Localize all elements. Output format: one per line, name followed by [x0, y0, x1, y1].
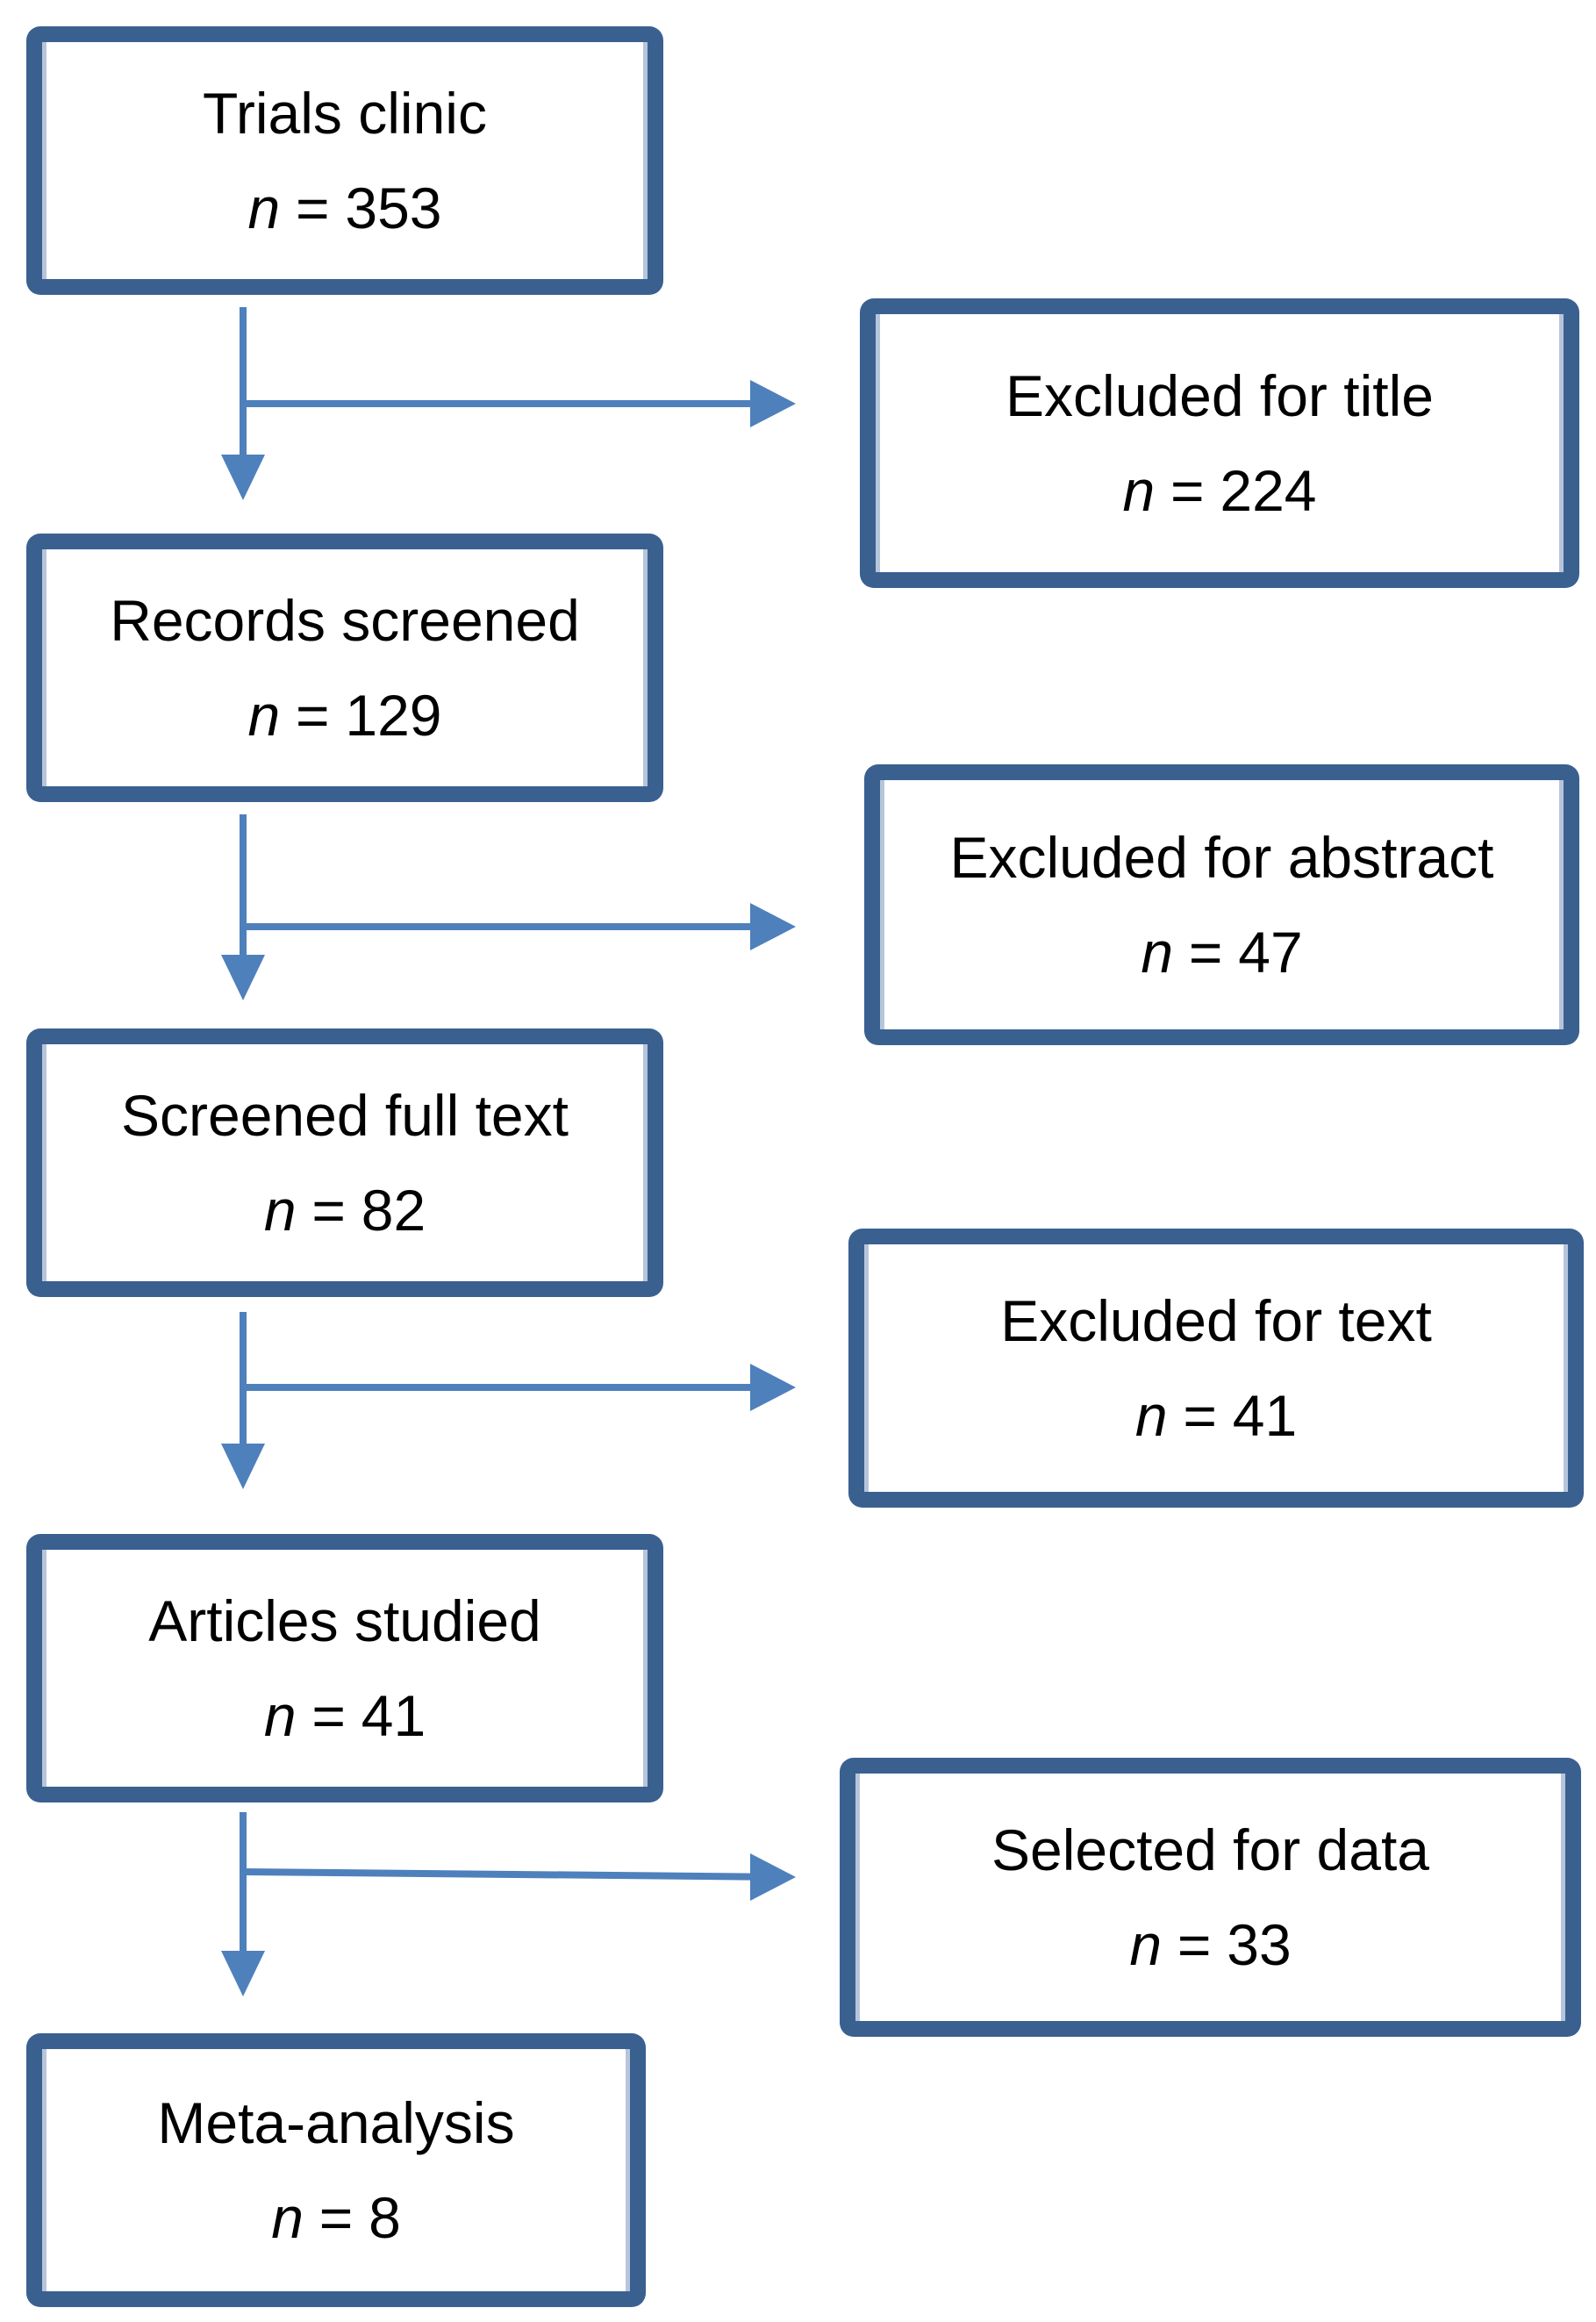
arrow-trials-to-records-shaft — [240, 307, 247, 456]
count-value: 47 — [1238, 920, 1303, 985]
box-label: Meta-analysis — [157, 2090, 515, 2155]
arrow-records-to-fulltext-shaft — [240, 814, 247, 957]
equals-sign: = — [1177, 1912, 1212, 1977]
equals-sign: = — [311, 1683, 346, 1748]
arrow-fulltext-to-excluded-text-shaft — [243, 1384, 752, 1391]
n-symbol: n — [263, 1178, 297, 1243]
flow-box-excluded-for-title: Excluded for title n=224 — [860, 298, 1579, 588]
arrow-trials-to-excluded-title-head — [750, 380, 796, 427]
n-symbol: n — [247, 683, 281, 748]
box-label: Excluded for abstract — [949, 825, 1494, 890]
box-count: n=47 — [1141, 905, 1302, 1000]
n-symbol: n — [1122, 458, 1156, 523]
count-value: 129 — [345, 683, 442, 748]
equals-sign: = — [1188, 920, 1223, 985]
arrow-trials-to-records-head — [221, 455, 265, 500]
flow-box-selected-for-data: Selected for data n=33 — [840, 1758, 1581, 2037]
flow-box-records-screened: Records screened n=129 — [26, 534, 663, 802]
box-count: n=82 — [264, 1163, 426, 1258]
box-count: n=41 — [1135, 1368, 1297, 1463]
n-symbol: n — [1141, 920, 1174, 985]
arrow-fulltext-to-excluded-text-head — [750, 1364, 796, 1411]
box-count: n=224 — [1122, 443, 1316, 538]
n-symbol: n — [263, 1683, 297, 1748]
box-count: n=8 — [271, 2170, 401, 2265]
box-label: Selected for data — [991, 1817, 1429, 1882]
equals-sign: = — [296, 683, 330, 748]
count-value: 41 — [361, 1683, 426, 1748]
equals-sign: = — [311, 1178, 346, 1243]
n-symbol: n — [271, 2185, 304, 2250]
count-value: 33 — [1227, 1912, 1292, 1977]
count-value: 82 — [361, 1178, 426, 1243]
box-label: Records screened — [110, 588, 580, 653]
count-value: 224 — [1220, 458, 1317, 523]
flow-box-excluded-for-abstract: Excluded for abstract n=47 — [864, 764, 1579, 1045]
box-count: n=33 — [1129, 1897, 1291, 1992]
count-value: 353 — [345, 176, 442, 240]
n-symbol: n — [1134, 1383, 1168, 1448]
flow-box-trials-clinic: Trials clinic n=353 — [26, 26, 663, 295]
box-label: Excluded for title — [1006, 363, 1434, 428]
count-value: 8 — [369, 2185, 401, 2250]
box-label: Screened full text — [121, 1083, 569, 1148]
arrow-articles-to-meta-shaft — [240, 1812, 247, 1953]
arrow-fulltext-to-articles-head — [221, 1444, 265, 1489]
arrow-records-to-excluded-abstract-shaft — [243, 923, 752, 930]
box-count: n=129 — [247, 668, 441, 763]
count-value: 41 — [1232, 1383, 1298, 1448]
arrow-articles-to-selected-shaft — [242, 1868, 753, 1881]
n-symbol: n — [247, 176, 281, 240]
box-count: n=353 — [247, 161, 441, 255]
box-count: n=41 — [264, 1668, 426, 1763]
flow-box-screened-full-text: Screened full text n=82 — [26, 1028, 663, 1297]
arrow-articles-to-selected-head — [750, 1853, 796, 1901]
box-label: Excluded for text — [1000, 1288, 1432, 1353]
arrow-records-to-excluded-abstract-head — [750, 903, 796, 950]
arrow-records-to-fulltext-head — [221, 955, 265, 1000]
arrow-articles-to-meta-head — [221, 1951, 265, 1996]
box-label: Trials clinic — [203, 81, 487, 146]
flow-box-meta-analysis: Meta-analysis n=8 — [26, 2033, 646, 2307]
equals-sign: = — [1170, 458, 1205, 523]
equals-sign: = — [1183, 1383, 1217, 1448]
equals-sign: = — [318, 2185, 354, 2250]
arrow-trials-to-excluded-title-shaft — [243, 400, 752, 407]
equals-sign: = — [296, 176, 330, 240]
flow-box-excluded-for-text: Excluded for text n=41 — [848, 1229, 1584, 1508]
flow-box-articles-studied: Articles studied n=41 — [26, 1534, 663, 1802]
n-symbol: n — [1129, 1912, 1163, 1977]
box-label: Articles studied — [148, 1588, 541, 1653]
arrow-fulltext-to-articles-shaft — [240, 1312, 247, 1445]
